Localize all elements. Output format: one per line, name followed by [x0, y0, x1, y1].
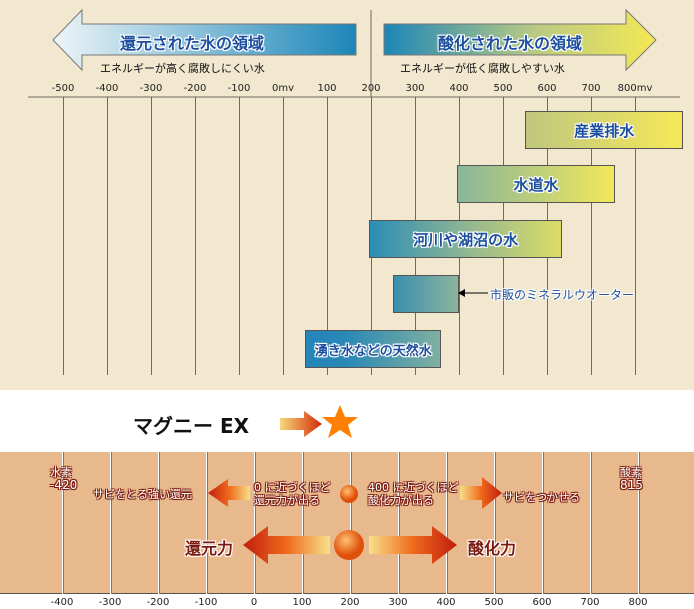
grid-line	[158, 452, 159, 594]
grid-line	[239, 97, 240, 375]
product-arrow-star	[280, 405, 358, 438]
bottom-axis-tick: 0	[250, 597, 258, 608]
top-axis-tick: 0mv	[271, 83, 295, 94]
reduced-region-label: 還元された水の領域	[120, 34, 265, 53]
large-ball-icon	[334, 530, 364, 560]
small-ball-icon	[340, 485, 358, 503]
grid-line	[302, 452, 303, 594]
hydrogen-label: 水素	[50, 466, 72, 479]
near-400-line1: 400 に近づくほど	[368, 481, 459, 494]
oxygen-label: 酸素	[620, 466, 642, 479]
grid-line	[107, 97, 108, 375]
top-axis-tick: 100	[317, 83, 337, 94]
bottom-axis-tick: 100	[292, 597, 312, 608]
water-type-bar: 湧き水などの天然水	[305, 330, 442, 368]
bottom-axis-tick: 600	[532, 597, 552, 608]
water-type-bar: 河川や湖沼の水	[368, 220, 563, 258]
bottom-axis-line	[0, 593, 694, 594]
grid-line	[398, 452, 399, 594]
bottom-axis-tick: 700	[580, 597, 600, 608]
small-right-arrow	[460, 477, 502, 509]
oxidized-sub-label: エネルギーが低く腐敗しやすい水	[400, 62, 565, 75]
oxidized-region-label: 酸化された水の領域	[438, 34, 583, 53]
bottom-axis-tick: 300	[388, 597, 408, 608]
grid-line	[494, 452, 495, 594]
grid-line	[446, 452, 447, 594]
small-left-arrow	[208, 479, 250, 507]
top-axis-tick: 400	[449, 83, 469, 94]
water-type-bar	[393, 275, 459, 313]
grid-line	[63, 97, 64, 375]
grid-line	[350, 452, 351, 594]
grid-line	[110, 452, 111, 594]
oxidized-region-arrow	[383, 8, 657, 72]
oxygen-value: 815	[620, 478, 643, 492]
product-name: マグニー EX	[133, 414, 250, 438]
reduction-power-label: 還元力	[185, 539, 234, 558]
grid-line	[254, 452, 255, 594]
bottom-axis-tick: 400	[436, 597, 456, 608]
grid-line	[635, 97, 636, 375]
mineral-pointer-arrow	[458, 289, 488, 297]
water-type-label: 産業排水	[574, 121, 635, 140]
region-arrows	[28, 8, 680, 98]
top-axis-tick: 700	[581, 83, 601, 94]
bottom-axis-tick: -400	[50, 597, 74, 608]
bottom-axis-tick: 500	[484, 597, 504, 608]
rust-remove-label: サビをとる強い還元	[93, 488, 192, 501]
reduced-region-arrow	[52, 8, 357, 72]
bottom-axis-tick: 800	[628, 597, 648, 608]
arrow-icon	[280, 411, 322, 437]
grid-line	[591, 97, 592, 375]
redox-arrows	[208, 477, 502, 564]
top-axis-tick: 500	[493, 83, 513, 94]
grid-line	[638, 452, 639, 594]
near-zero-line1: 0 に近づくほど	[254, 481, 331, 494]
bottom-axis-tick: -200	[146, 597, 170, 608]
bottom-axis-tick: -300	[98, 597, 122, 608]
rust-make-label: サビをつかせる	[503, 491, 580, 504]
top-axis-tick: 300	[405, 83, 425, 94]
water-type-label: 河川や湖沼の水	[413, 230, 519, 249]
bottom-axis-tick: 200	[340, 597, 360, 608]
water-type-bar: 水道水	[456, 165, 616, 203]
bottom-axis-tick: -100	[194, 597, 218, 608]
redox-scale-panel	[0, 452, 694, 594]
grid-line	[283, 97, 284, 375]
oxidation-arrow	[369, 526, 457, 564]
grid-line	[206, 452, 207, 594]
grid-line	[327, 97, 328, 375]
top-axis-tick: -500	[51, 83, 75, 94]
grid-line	[590, 452, 591, 594]
near-zero-line2: 還元力が出る	[254, 494, 320, 507]
top-axis-tick: -100	[227, 83, 251, 94]
mineral-water-label: 市販のミネラルウオーター	[490, 288, 635, 302]
grid-line	[542, 452, 543, 594]
top-axis-tick: 600	[537, 83, 557, 94]
water-type-label: 水道水	[513, 175, 559, 194]
top-axis-tick: 800mv	[617, 83, 653, 94]
top-axis-tick: 200	[361, 83, 381, 94]
near-400-line2: 酸化力が出る	[368, 494, 434, 507]
top-axis-tick: -200	[183, 83, 207, 94]
hydrogen-value: -420	[50, 478, 78, 492]
oxidation-power-label: 酸化力	[468, 539, 517, 558]
grid-line	[151, 97, 152, 375]
grid-line	[62, 452, 63, 594]
grid-line	[195, 97, 196, 375]
reduction-arrow	[243, 526, 330, 564]
water-type-label: 湧き水などの天然水	[314, 343, 432, 359]
top-axis-tick: -400	[95, 83, 119, 94]
reduced-sub-label: エネルギーが高く腐敗しにくい水	[100, 62, 265, 75]
star-icon	[322, 405, 358, 438]
top-axis-tick: -300	[139, 83, 163, 94]
water-type-bar: 産業排水	[525, 111, 684, 149]
